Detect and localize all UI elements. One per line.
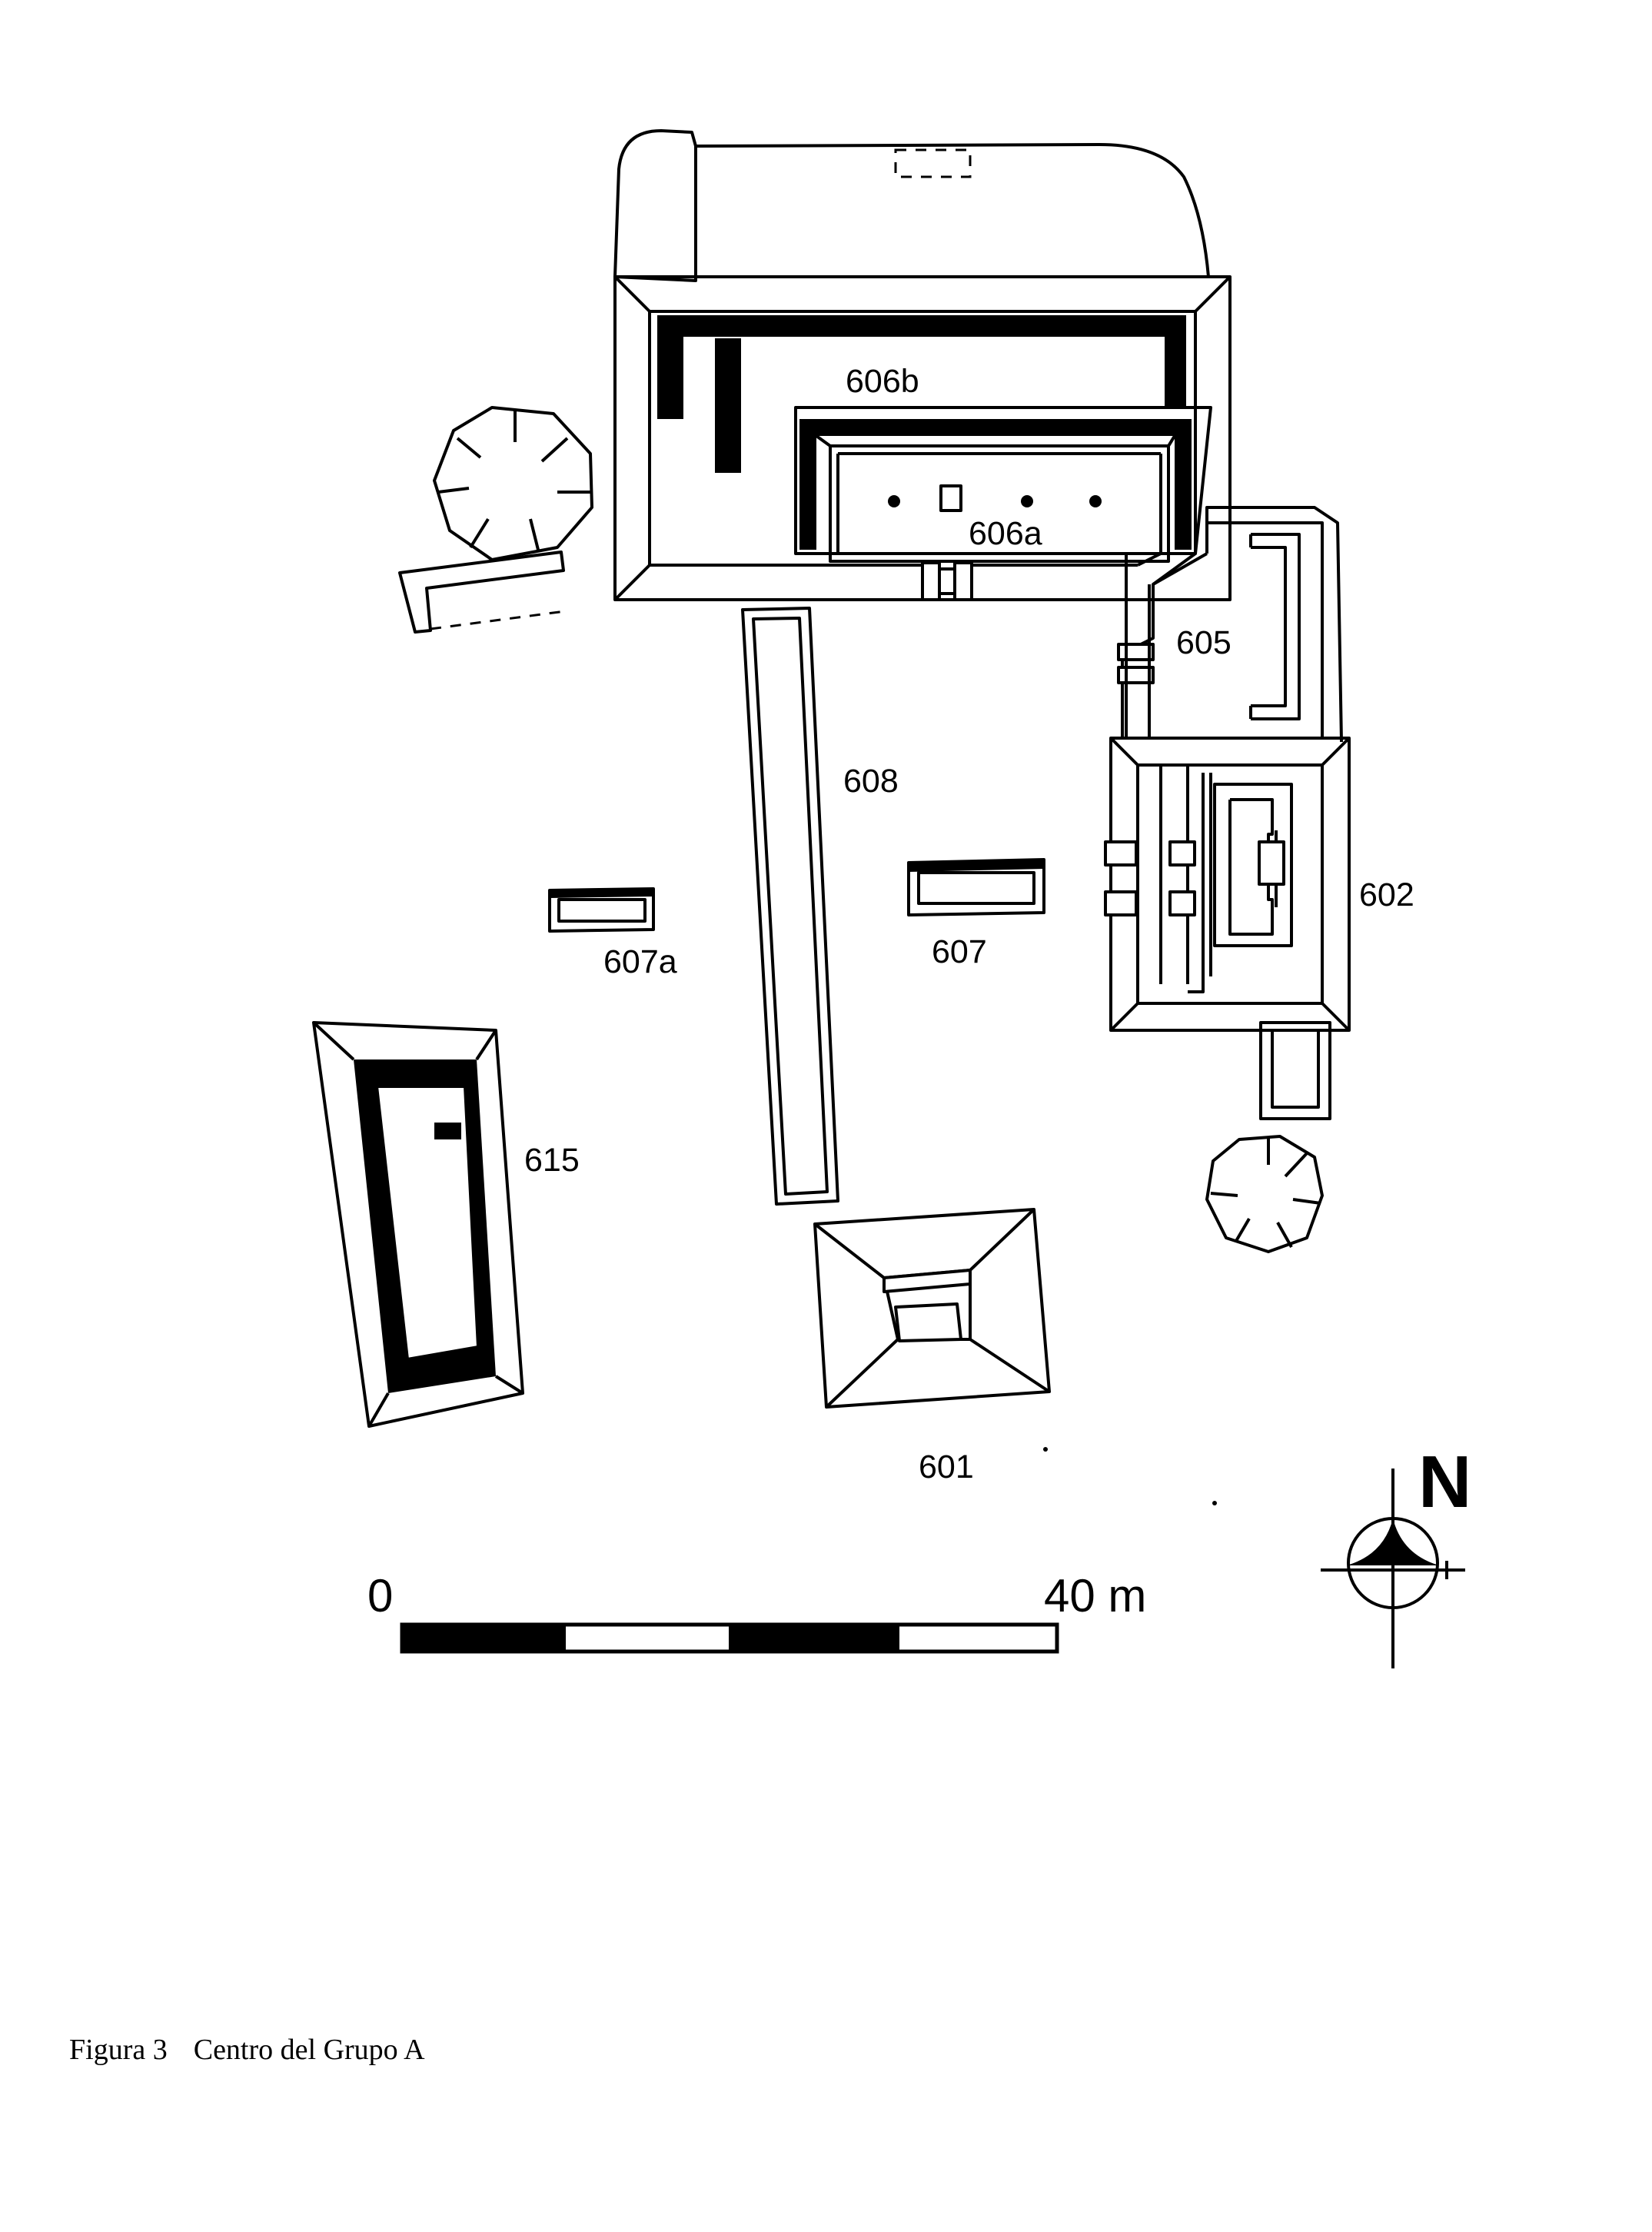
north-label: N [1418,1441,1471,1523]
north-arrow-icon: N [1321,1441,1471,1668]
column-base [1021,495,1033,507]
column-base [888,495,900,507]
scale-start-label: 0 [367,1570,393,1622]
structure-607 [907,858,1045,916]
structure-607a [548,887,655,933]
label-615: 615 [524,1142,580,1179]
wall-fragment [398,551,566,634]
label-605: 605 [1176,624,1232,661]
structure-606-complex [613,129,1232,601]
structure-608 [741,607,839,1206]
structure-602 [1104,737,1351,1120]
label-607a: 607a [603,943,677,980]
round-structure-west [433,406,593,561]
structure-601 [813,1208,1051,1409]
figure-title: Centro del Grupo A [193,2034,425,2066]
scale-bar: 0 40 m [367,1570,1146,1654]
label-606b: 606b [846,363,919,400]
label-606a: 606a [969,515,1042,552]
structure-615 [312,1021,524,1428]
label-601: 601 [919,1449,974,1485]
label-608: 608 [843,763,899,800]
figure-number: Figura 3 [69,2034,168,2066]
figure-caption: Figura 3 Centro del Grupo A [69,2033,425,2067]
column-base [1089,495,1102,507]
label-602: 602 [1359,877,1414,913]
scale-end-label: 40 m [1044,1570,1146,1622]
altar [434,1123,461,1139]
buried-feature-outline [894,148,972,178]
label-607: 607 [932,933,987,970]
round-structure-east [1205,1135,1324,1253]
structure-605 [1117,506,1343,743]
altar [939,484,962,512]
